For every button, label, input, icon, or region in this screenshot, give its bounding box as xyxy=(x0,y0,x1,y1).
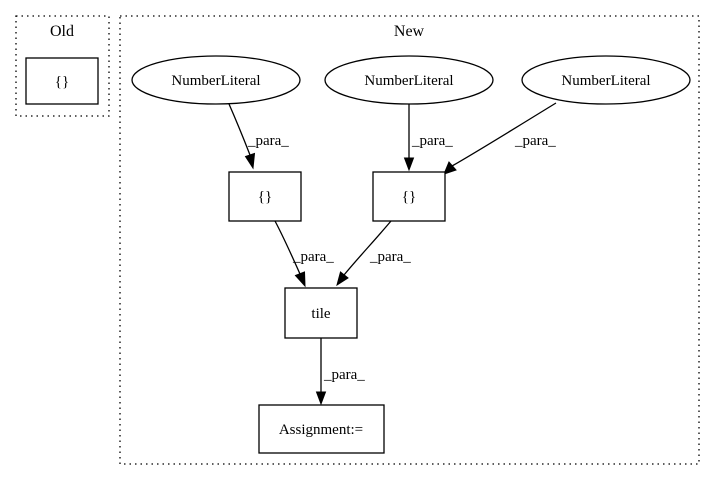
edge-tile-to-assignment: _para_ xyxy=(315,338,365,406)
edge-label: _para_ xyxy=(369,249,411,265)
edge-nl3-to-braces-right: _para_ xyxy=(443,102,557,175)
node-braces-left: {} xyxy=(228,171,302,222)
node-tile: tile xyxy=(284,287,358,339)
edge-label: _para_ xyxy=(411,133,453,149)
node-tile-label: tile xyxy=(311,306,331,322)
node-number-literal-3-label: NumberLiteral xyxy=(561,73,650,89)
cluster-old-label: Old xyxy=(50,23,74,40)
node-number-literal-2-label: NumberLiteral xyxy=(364,73,453,89)
node-braces-left-label: {} xyxy=(258,189,272,205)
edge-nl2-to-braces-right: _para_ xyxy=(403,104,453,172)
node-assignment: Assignment:= xyxy=(258,404,385,454)
edge-braces-right-to-tile: _para_ xyxy=(336,220,411,287)
edge-nl1-to-braces-left: _para_ xyxy=(228,103,289,170)
node-number-literal-1-label: NumberLiteral xyxy=(171,73,260,89)
node-braces-right-label: {} xyxy=(402,189,416,205)
node-braces-right: {} xyxy=(372,171,446,222)
edge-braces-left-to-tile: _para_ xyxy=(274,220,334,288)
edge-label: _para_ xyxy=(514,133,556,149)
cluster-new: New xyxy=(119,15,700,465)
cluster-old: Old {} xyxy=(15,15,110,117)
edge-label: _para_ xyxy=(247,133,289,149)
edge-label: _para_ xyxy=(292,249,334,265)
node-old-braces: {} xyxy=(25,57,99,105)
node-number-literal-3: NumberLiteral xyxy=(521,55,691,105)
node-number-literal-2: NumberLiteral xyxy=(324,55,494,105)
cluster-new-label: New xyxy=(394,23,425,40)
edge-label: _para_ xyxy=(323,367,365,383)
node-number-literal-1: NumberLiteral xyxy=(131,55,301,105)
node-old-braces-label: {} xyxy=(55,74,69,90)
node-assignment-label: Assignment:= xyxy=(279,422,363,438)
